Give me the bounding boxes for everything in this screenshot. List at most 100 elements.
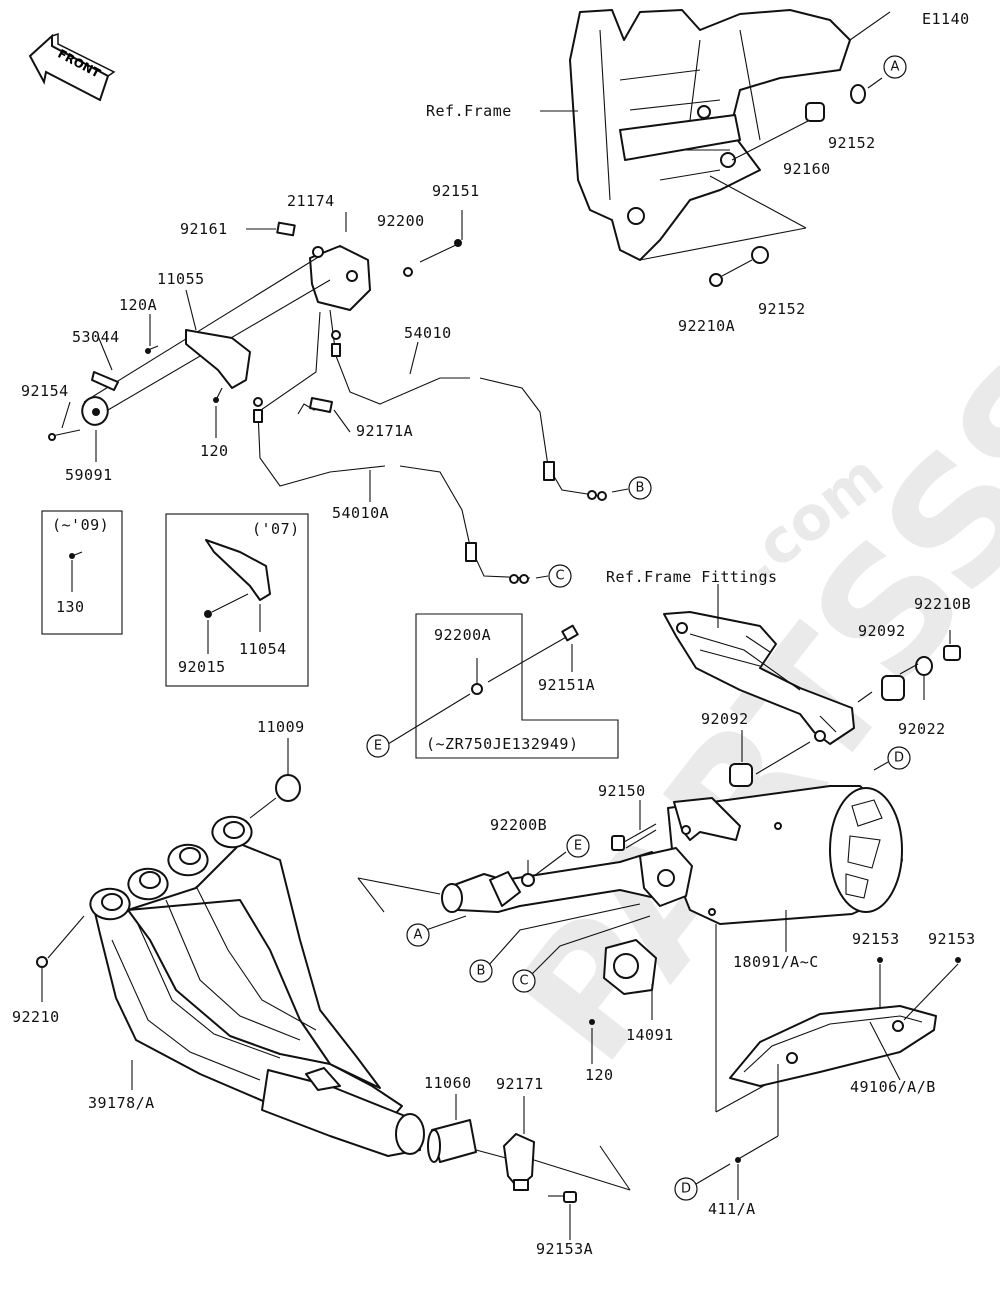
label-11009: 11009: [257, 718, 305, 736]
label-year-07: ('07): [252, 520, 300, 538]
damper-92092-right: [881, 675, 905, 701]
label-92171A: 92171A: [356, 422, 413, 440]
label-92092-mid: 92092: [701, 710, 749, 728]
label-92152-top: 92152: [828, 134, 876, 152]
label-year-09: (~'09): [52, 516, 109, 534]
valve-actuator-group: [48, 210, 463, 441]
clamp-92171: [503, 1133, 535, 1189]
throttle-cables: [253, 309, 629, 584]
label-11060: 11060: [424, 1074, 472, 1092]
diagram-code: E1140: [922, 10, 970, 28]
watermark: PARTSSS .com: [479, 320, 1000, 1097]
connector-hardware: [427, 1094, 631, 1240]
callout-E-upper: E: [366, 734, 390, 758]
label-92150: 92150: [598, 782, 646, 800]
label-11054: 11054: [239, 640, 287, 658]
label-92160: 92160: [783, 160, 831, 178]
cover-53044: [91, 371, 119, 391]
label-39178A: 39178/A: [88, 1094, 155, 1112]
link-pipe: [357, 847, 693, 977]
svg-text:C: C: [555, 569, 564, 584]
svg-text:D: D: [681, 1182, 691, 1197]
label-92200B: 92200B: [490, 816, 547, 834]
ref-frame-label: Ref.Frame: [426, 102, 512, 120]
label-130: 130: [56, 598, 85, 616]
callout-C-upper: C: [548, 564, 572, 588]
label-92151: 92151: [432, 182, 480, 200]
svg-text:B: B: [477, 964, 486, 979]
nut-92210: [36, 956, 48, 968]
front-arrow-icon: FRONT: [28, 32, 116, 102]
collar-92160: [805, 102, 825, 122]
serial-range-group: 92200A 92151A (~ZR750JE132949): [387, 613, 619, 759]
label-411A: 411/A: [708, 1200, 756, 1218]
label-120-lower: 120: [585, 1066, 614, 1084]
callout-C-lower: C: [512, 969, 536, 993]
label-92154: 92154: [21, 382, 69, 400]
label-92210B: 92210B: [914, 595, 971, 613]
svg-text:E: E: [574, 839, 582, 854]
callout-D-lower: D: [674, 1177, 698, 1201]
washer-92200B: [521, 873, 535, 887]
callout-B-upper: B: [628, 476, 652, 500]
label-11055: 11055: [157, 270, 205, 288]
label-92171: 92171: [496, 1075, 544, 1093]
callout-A-top: A: [883, 55, 907, 79]
bracket-11054: [205, 539, 271, 601]
label-49106: 49106/A/B: [850, 1078, 936, 1096]
label-92022: 92022: [898, 720, 946, 738]
ref-frame-fittings-label: Ref.Frame Fittings: [606, 568, 778, 586]
label-54010A: 54010A: [332, 504, 389, 522]
actuator-21174: [309, 245, 371, 311]
right-mount-hardware: [729, 630, 961, 787]
svg-text:E: E: [374, 739, 382, 754]
label-92152-mid: 92152: [758, 300, 806, 318]
washer-92200: [403, 267, 413, 277]
washer-92152-top: [850, 84, 866, 104]
svg-text:D: D: [894, 751, 904, 766]
frame-illustration: [569, 9, 891, 261]
frame-ref-label: Ref.Frame: [426, 102, 578, 120]
washer-92022: [915, 656, 933, 676]
variant-box-09: (~'09) 130: [41, 510, 123, 635]
label-120A: 120A: [119, 296, 157, 314]
callout-E-lower: E: [566, 834, 590, 858]
label-92200: 92200: [377, 212, 425, 230]
label-53044: 53044: [72, 328, 120, 346]
frame-fittings-bracket: Ref.Frame Fittings: [606, 568, 855, 745]
label-plate-92161: [276, 221, 296, 237]
label-92210A: 92210A: [678, 317, 735, 335]
svg-text:A: A: [891, 60, 900, 75]
label-92151A: 92151A: [538, 676, 595, 694]
watermark-brand: PARTSSS: [479, 320, 1000, 1097]
label-92153-right: 92153: [928, 930, 976, 948]
label-59091: 59091: [65, 466, 113, 484]
label-92153-left: 92153: [852, 930, 900, 948]
label-120-upper: 120: [200, 442, 229, 460]
muffler-18091: [667, 761, 903, 1113]
heat-cover-49106: [695, 957, 961, 1200]
label-18091: 18091/A~C: [733, 953, 819, 971]
label-92200A: 92200A: [434, 626, 491, 644]
label-14091: 14091: [626, 1026, 674, 1044]
variant-box-07: ('07) 92015 11054: [165, 513, 309, 687]
label-92092-right: 92092: [858, 622, 906, 640]
nut-92210B: [943, 645, 961, 661]
gasket-11009: [275, 774, 301, 802]
frame-hardware: [639, 77, 883, 287]
nut-92210A: [709, 273, 723, 287]
label-21174: 21174: [287, 192, 335, 210]
svg-text:A: A: [414, 928, 423, 943]
svg-text:B: B: [636, 481, 645, 496]
label-92153A: 92153A: [536, 1240, 593, 1258]
label-serial-range: (~ZR750JE132949): [426, 735, 579, 753]
label-92015: 92015: [178, 658, 226, 676]
washer-92152-mid: [751, 246, 769, 264]
label-92161: 92161: [180, 220, 228, 238]
callout-D-upper: D: [887, 746, 911, 770]
bolt-92150: [611, 800, 657, 851]
exhaust-header-39178: [36, 738, 425, 1157]
label-92210: 92210: [12, 1008, 60, 1026]
